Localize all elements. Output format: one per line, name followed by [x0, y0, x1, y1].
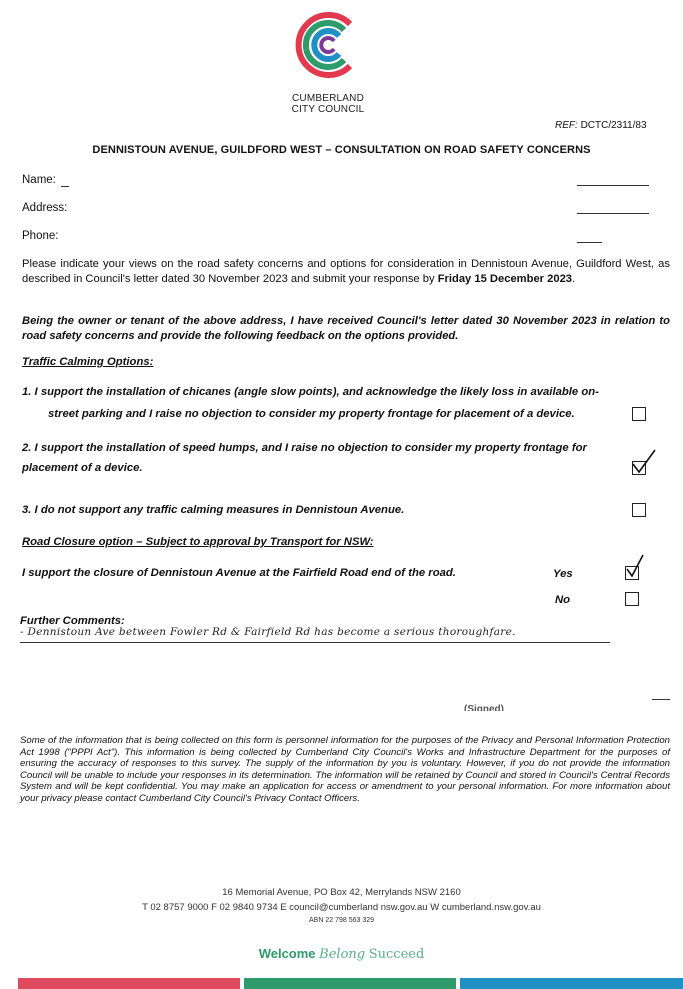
option-2-text-line1: 2. I support the installation of speed h… [22, 442, 587, 454]
privacy-notice: Some of the information that is being co… [20, 735, 670, 804]
handwritten-comment: - Dennistoun Ave between Fowler Rd & Fai… [20, 626, 516, 638]
phone-field-line[interactable] [577, 242, 602, 243]
ref-label: REF: [555, 120, 578, 131]
tagline-succeed: Succeed [368, 947, 425, 962]
option-2-check-icon [632, 449, 656, 474]
option-3-text: 3. I do not support any traffic calming … [22, 504, 405, 516]
option-2-text-line2: placement of a device. [22, 462, 143, 474]
road-closure-statement: I support the closure of Dennistoun Aven… [22, 567, 456, 579]
tagline-belong: Belong [319, 947, 366, 962]
closure-yes-label: Yes [553, 568, 573, 580]
intro-paragraph: Please indicate your views on the road s… [22, 257, 670, 286]
comment-line[interactable] [20, 642, 610, 643]
footer-address: 16 Memorial Avenue, PO Box 42, Merryland… [222, 887, 461, 898]
footer-bar-red [18, 978, 240, 989]
option-1-checkbox[interactable] [632, 407, 646, 421]
closure-yes-checkbox[interactable] [625, 554, 644, 580]
option-1-text-line2: street parking and I raise no objection … [48, 408, 575, 420]
intro-text: Please indicate your views on the road s… [22, 258, 670, 285]
declaration: Being the owner or tenant of the above a… [22, 315, 670, 342]
intro-deadline: Friday 15 December 2023 [437, 272, 573, 285]
council-logo [295, 12, 353, 78]
intro-end: . [572, 272, 576, 285]
welcome-tagline: Welcome Belong Succeed [0, 946, 683, 962]
road-closure-heading: Road Closure option – Subject to approva… [22, 536, 374, 548]
name-label: Name: [22, 174, 56, 186]
name-field-stub [61, 186, 69, 187]
footer-contacts: T 02 8757 9000 F 02 9840 9734 E council@… [142, 902, 541, 913]
address-label: Address: [22, 202, 68, 214]
option-2-checkbox[interactable] [632, 449, 656, 475]
footer-abn: ABN 22 798 563 329 [309, 917, 374, 924]
reference-number: REF: DCTC/2311/83 [555, 120, 647, 131]
form-title: DENNISTOUN AVENUE, GUILDFORD WEST – CONS… [92, 144, 591, 156]
further-comments-heading: Further Comments: [20, 615, 125, 627]
closure-no-label: No [555, 594, 571, 606]
option-1-text-line1: 1. I support the installation of chicane… [22, 386, 599, 398]
council-name-line2: CITY COUNCIL [291, 104, 365, 115]
footer-bar-green [244, 978, 456, 989]
footer-bar-blue [460, 978, 683, 989]
closure-no-checkbox[interactable] [625, 592, 639, 606]
tagline-welcome: Welcome [258, 946, 316, 961]
option-3-checkbox[interactable] [632, 503, 646, 517]
phone-label: Phone: [22, 230, 59, 242]
address-field-line[interactable] [577, 213, 649, 214]
council-name: CUMBERLAND CITY COUNCIL [283, 93, 373, 115]
ref-value: DCTC/2311/83 [580, 120, 647, 131]
closure-yes-check-icon [626, 554, 644, 578]
traffic-calming-heading: Traffic Calming Options: [22, 356, 154, 368]
signature-line[interactable] [652, 699, 670, 700]
signed-label: (Signed) [464, 704, 504, 711]
name-field-line[interactable] [577, 185, 649, 186]
council-name-line1: CUMBERLAND [291, 93, 364, 104]
